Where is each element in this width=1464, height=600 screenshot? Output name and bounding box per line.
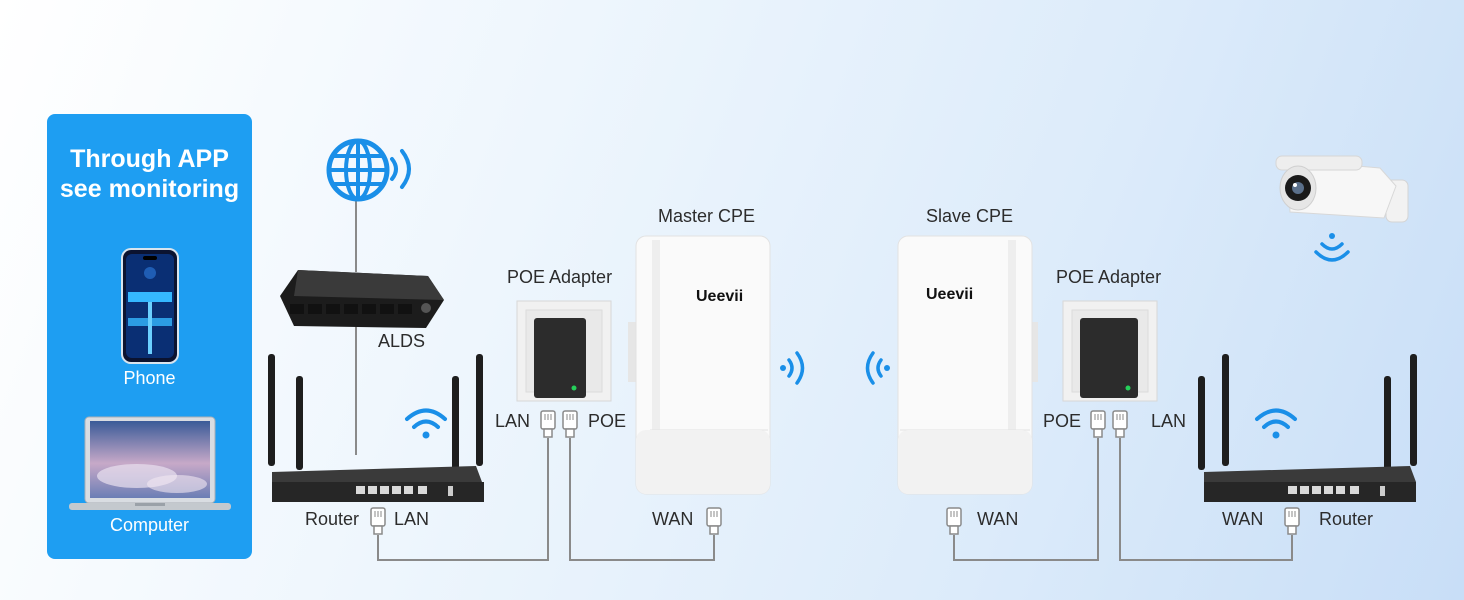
wifi-icon-camera (1314, 233, 1350, 262)
slave-cpe-logo: Ueevii (926, 286, 974, 303)
poe-adapter-right-poe-label: POE (1043, 411, 1082, 431)
router-left (268, 354, 484, 502)
security-camera (1275, 155, 1409, 223)
phone-label: Phone (123, 368, 176, 388)
master-cpe-logo: Ueevii (696, 288, 744, 305)
poe-adapter-right-label: POE Adapter (1056, 267, 1162, 287)
computer-label: Computer (109, 515, 190, 535)
router-right-wan-label: WAN (1222, 509, 1264, 529)
master-cpe-device (628, 235, 771, 495)
globe-icon (326, 138, 390, 202)
router-left-label: Router (305, 509, 360, 529)
panel-title-line1: Through APP (70, 145, 229, 173)
slave-cpe-label: Slave CPE (926, 206, 1014, 226)
ethernet-plug-icon (1284, 507, 1300, 535)
router-right-label: Router (1319, 509, 1374, 529)
panel-title: Through APP see monitoring (47, 144, 252, 204)
ethernet-plug-icon (540, 410, 556, 438)
panel-title-line2: see monitoring (59, 175, 240, 203)
poe-adapter-right (1062, 300, 1158, 402)
signal-waves-icon (780, 351, 805, 385)
poe-adapter-right-lan-label: LAN (1151, 411, 1187, 431)
poe-adapter-left (516, 300, 612, 402)
wifi-icon-right-router (1255, 408, 1297, 439)
poe-adapter-left-lan-label: LAN (495, 411, 531, 431)
phone-icon (121, 248, 179, 364)
app-monitoring-panel: Through APP see monitoring Phone Compute… (47, 114, 252, 559)
ethernet-plug-icon (562, 410, 578, 438)
signal-waves-icon (390, 149, 411, 189)
slave-cpe-device (897, 235, 1038, 495)
alds-label: ALDS (378, 331, 426, 351)
ethernet-plug-icon (1112, 410, 1128, 438)
poe-adapter-left-poe-label: POE (588, 411, 627, 431)
poe-adapter-left-label: POE Adapter (507, 267, 613, 287)
signal-waves-icon (865, 351, 890, 385)
slave-cpe-wan-label: WAN (977, 509, 1019, 529)
wifi-icon-left-router (405, 408, 447, 439)
ethernet-plug-icon (370, 507, 386, 535)
router-right (1198, 354, 1417, 502)
ethernet-plug-icon (706, 507, 722, 535)
alds-switch (280, 270, 444, 328)
ethernet-plug-icon (946, 507, 962, 535)
laptop-icon (69, 416, 231, 510)
router-left-lan-label: LAN (394, 509, 430, 529)
ethernet-plug-icon (1090, 410, 1106, 438)
master-cpe-wan-label: WAN (652, 509, 694, 529)
master-cpe-label: Master CPE (658, 206, 756, 226)
